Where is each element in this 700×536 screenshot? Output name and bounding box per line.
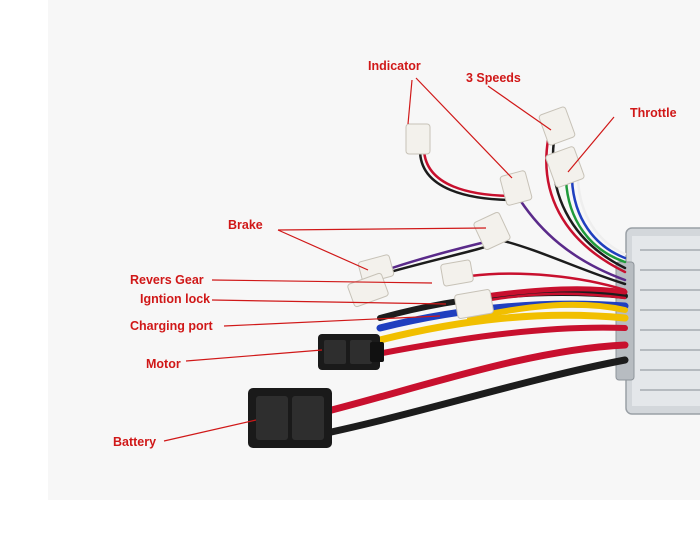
connector-battery: [248, 388, 332, 448]
leader-ignition-lock: [211, 299, 447, 305]
connector-throttle: [545, 146, 585, 188]
leader-battery: [163, 419, 257, 442]
leader-revers-gear: [211, 279, 433, 284]
label-3-speeds: 3 Speeds: [466, 71, 521, 85]
label-motor: Motor: [146, 357, 181, 371]
connector-3-speeds: [538, 106, 576, 146]
label-charging-port: Charging port: [130, 319, 213, 333]
label-ignition-lock: Igntion lock: [140, 292, 211, 306]
leader-lines: [163, 77, 615, 442]
connector-ignition-lock: [440, 259, 474, 287]
label-throttle: Throttle: [630, 106, 677, 120]
label-battery: Battery: [113, 435, 157, 449]
leader-3-speeds: [487, 85, 552, 131]
signal-wires: [388, 138, 627, 302]
leader-indicator-left: [407, 79, 413, 125]
power-wire-bundle: [288, 286, 629, 444]
leader-motor: [185, 349, 323, 362]
connector-indicator-left: [405, 123, 431, 155]
leader-indicator-right: [415, 77, 513, 179]
leader-brake-a: [277, 229, 369, 271]
leader-charging-port: [223, 315, 441, 327]
label-brake: Brake: [228, 218, 263, 232]
leader-throttle: [567, 116, 615, 173]
connector-indicator-right: [499, 170, 533, 206]
connector-motor: [318, 334, 384, 370]
connector-brake: [473, 211, 511, 251]
controller-housing: [615, 227, 700, 415]
leader-brake-b: [277, 227, 487, 231]
connector-charging-port-b: [454, 289, 494, 319]
label-revers-gear: Revers Gear: [130, 273, 204, 287]
label-indicator: Indicator: [368, 59, 421, 73]
